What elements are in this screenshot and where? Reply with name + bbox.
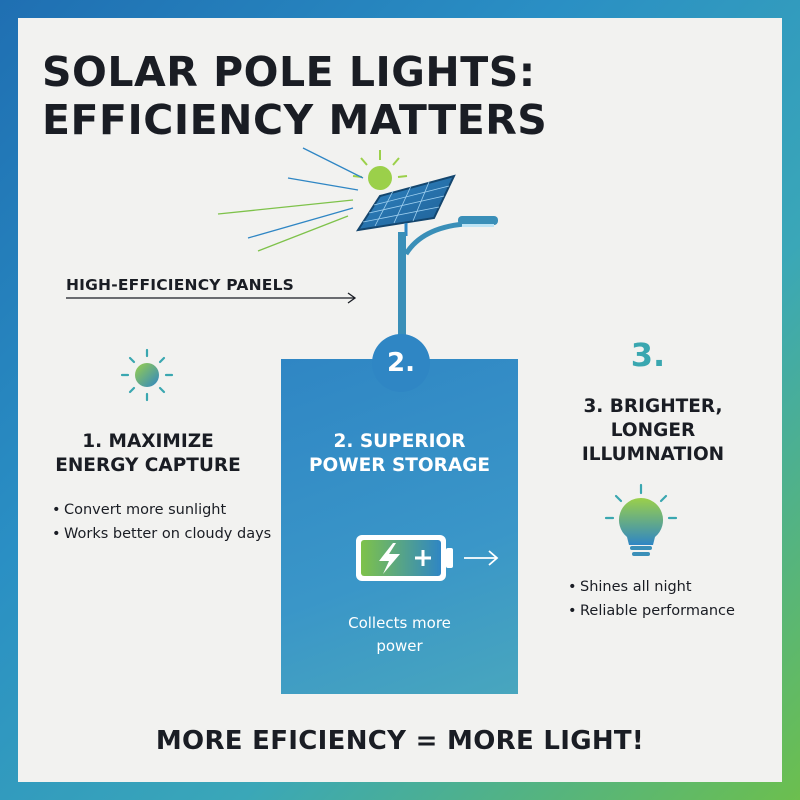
column2-heading: 2. SUPERIOR POWER STORAGE	[281, 430, 518, 478]
column3-heading-line-3: ILLUMNATION	[581, 444, 725, 465]
column2-description-line-2: power	[376, 637, 423, 655]
title-line-1: SOLAR POLE LIGHTS:	[42, 48, 536, 96]
pole-icon	[398, 216, 498, 362]
column2-heading-line-2: POWER STORAGE	[308, 455, 491, 476]
column2-heading-line-1: 2. SUPERIOR	[333, 431, 466, 452]
sun-rays	[217, 147, 364, 252]
illustration-layer	[66, 147, 678, 556]
solar-panel-icon	[355, 174, 456, 236]
column3-bullet-list: Shines all night Reliable performance	[568, 575, 735, 623]
infographic-card: SOLAR POLE LIGHTS: EFFICIENCY MATTERS	[18, 18, 782, 782]
column1-heading-line-2: ENERGY CAPTURE	[55, 455, 241, 476]
list-item: Shines all night	[568, 575, 735, 599]
column2-description-line-1: Collects more	[348, 614, 451, 632]
column2-number-badge: 2.	[372, 334, 430, 392]
column1-bullet-list: Convert more sunlight Works better on cl…	[52, 498, 271, 546]
column3-heading-line-1: 3. BRIGHTER,	[583, 396, 723, 417]
column2-description: Collects more power	[281, 612, 518, 658]
list-item: Reliable performance	[568, 599, 735, 623]
column1-sun-icon	[120, 348, 174, 402]
column3-heading-line-2: LONGER	[610, 420, 696, 441]
column1-heading-line-1: 1. MAXIMIZE	[82, 431, 214, 452]
column3-number: 3.	[630, 336, 666, 374]
column1-heading: 1. MAXIMIZE ENERGY CAPTURE	[42, 430, 254, 478]
list-item: Convert more sunlight	[52, 498, 271, 522]
title-line-2: EFFICIENCY MATTERS	[42, 96, 548, 144]
panel-sun-icon	[352, 150, 408, 190]
column3-light-bulb-icon	[604, 483, 678, 556]
footer-tagline: MORE EFICIENCY = MORE LIGHT!	[155, 726, 645, 756]
panel-label-arrow	[66, 292, 357, 304]
column2-panel	[281, 359, 518, 694]
page-title: SOLAR POLE LIGHTS: EFFICIENCY MATTERS	[42, 48, 547, 144]
column3-heading: 3. BRIGHTER, LONGER ILLUMNATION	[538, 395, 768, 467]
list-item: Works better on cloudy days	[52, 522, 271, 546]
panel-label: HIGH-EFFICIENCY PANELS	[66, 276, 295, 294]
